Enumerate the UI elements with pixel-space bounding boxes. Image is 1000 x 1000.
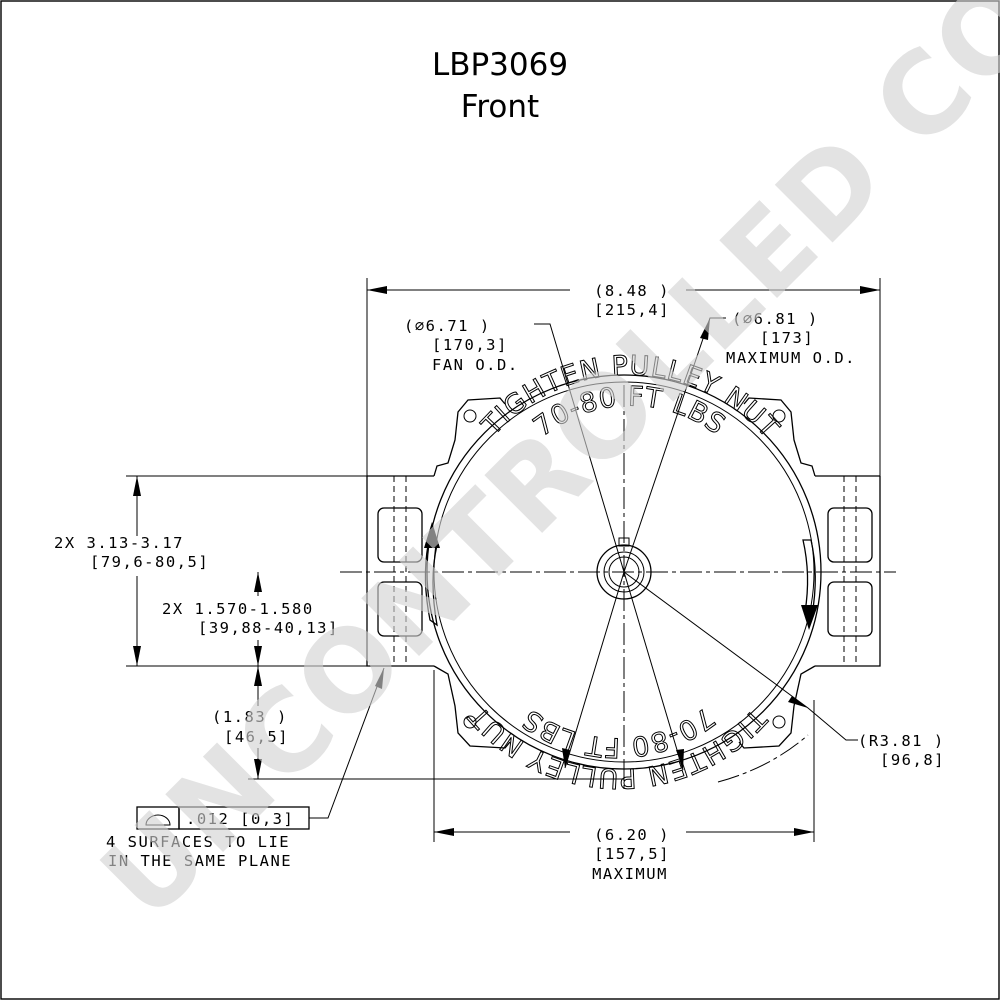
- dim-hole-spacing: 2X 3.13-3.17 [79,6-80,5]: [54, 475, 367, 667]
- dim-radius-metric: [96,8]: [880, 751, 945, 769]
- dim-overall-width: (8.48 ) [215,4]: [366, 278, 881, 476]
- mount-slot-upper-right: [827, 507, 873, 563]
- dim-hole-offset: 2X 1.570-1.580 [39,88-40,13]: [162, 572, 339, 666]
- dim-radius-imperial: (R3.81 ): [858, 732, 945, 750]
- dim-lower-height: (1.83 ) [46,5]: [212, 666, 624, 780]
- flatness-note-line2: IN THE SAME PLANE: [108, 852, 292, 870]
- dim-hole-spacing-metric: [79,6-80,5]: [90, 553, 209, 571]
- uncontrolled-copy-watermark: UNCONTROLLED COPY: [77, 0, 1000, 944]
- top-right-lug: [743, 397, 816, 477]
- dim-overall-width-metric: [215,4]: [594, 301, 670, 319]
- dim-overall-width-imperial: (8.48 ): [594, 282, 670, 300]
- dim-max-od: (∅6.81 ) [173] MAXIMUM O.D.: [623, 310, 856, 771]
- dim-hole-offset-imperial: 2X 1.570-1.580: [162, 600, 314, 618]
- dim-max-od-metric: [173]: [760, 329, 814, 347]
- bottom-left-lug: [433, 665, 511, 749]
- top-left-lug: [433, 397, 506, 477]
- rotation-arrow-right-head: [801, 605, 818, 630]
- flatness-tolerance: .012 [0,3]: [186, 810, 294, 828]
- view-title: Front: [461, 89, 539, 125]
- dim-max-od-imperial: (∅6.81 ): [732, 310, 819, 328]
- dim-bottom-width-metric: [157,5]: [594, 845, 670, 863]
- dim-fan-od: (∅6.71 ) [170,3] FAN O.D.: [404, 317, 625, 769]
- rotation-arrow-left-head: [424, 522, 440, 548]
- dim-fan-od-label: FAN O.D.: [432, 356, 519, 374]
- mount-slot-lower-left: [377, 581, 423, 637]
- dim-hole-offset-metric: [39,88-40,13]: [198, 619, 339, 637]
- flatness-note-line1: 4 SURFACES TO LIE: [106, 833, 290, 851]
- dim-bottom-width-imperial: (6.20 ): [594, 826, 670, 844]
- lug-hole-top-left: [463, 409, 477, 423]
- dim-bottom-width-label: MAXIMUM: [592, 865, 668, 883]
- lug-hole-bottom-left: [463, 715, 477, 729]
- dim-radius: (R3.81 ) [96,8]: [623, 571, 945, 769]
- dim-lower-height-imperial: (1.83 ): [212, 708, 288, 726]
- dim-bottom-width: (6.20 ) [157,5] MAXIMUM: [433, 670, 815, 883]
- dim-max-od-label: MAXIMUM O.D.: [726, 349, 856, 367]
- dim-lower-height-metric: [46,5]: [224, 728, 289, 746]
- lug-hole-bottom-right: [772, 715, 786, 729]
- bottom-right-lug: [738, 665, 816, 749]
- dim-fan-od-imperial: (∅6.71 ): [404, 317, 491, 335]
- hidden-bolt-lines: [393, 476, 857, 666]
- lug-hole-top-right: [772, 409, 786, 423]
- dim-fan-od-metric: [170,3]: [432, 336, 508, 354]
- profile-surface-icon: [145, 814, 171, 826]
- radius-arc-centerline: [717, 734, 809, 783]
- rotation-arrow-left: [424, 544, 438, 627]
- mount-slot-lower-right: [827, 581, 873, 637]
- mount-slot-upper-left: [377, 507, 423, 563]
- flatness-callout: .012 [0,3] 4 SURFACES TO LIE IN THE SAME…: [106, 667, 385, 870]
- part-number-title: LBP3069: [432, 47, 568, 83]
- dim-hole-spacing-imperial: 2X 3.13-3.17: [54, 534, 184, 552]
